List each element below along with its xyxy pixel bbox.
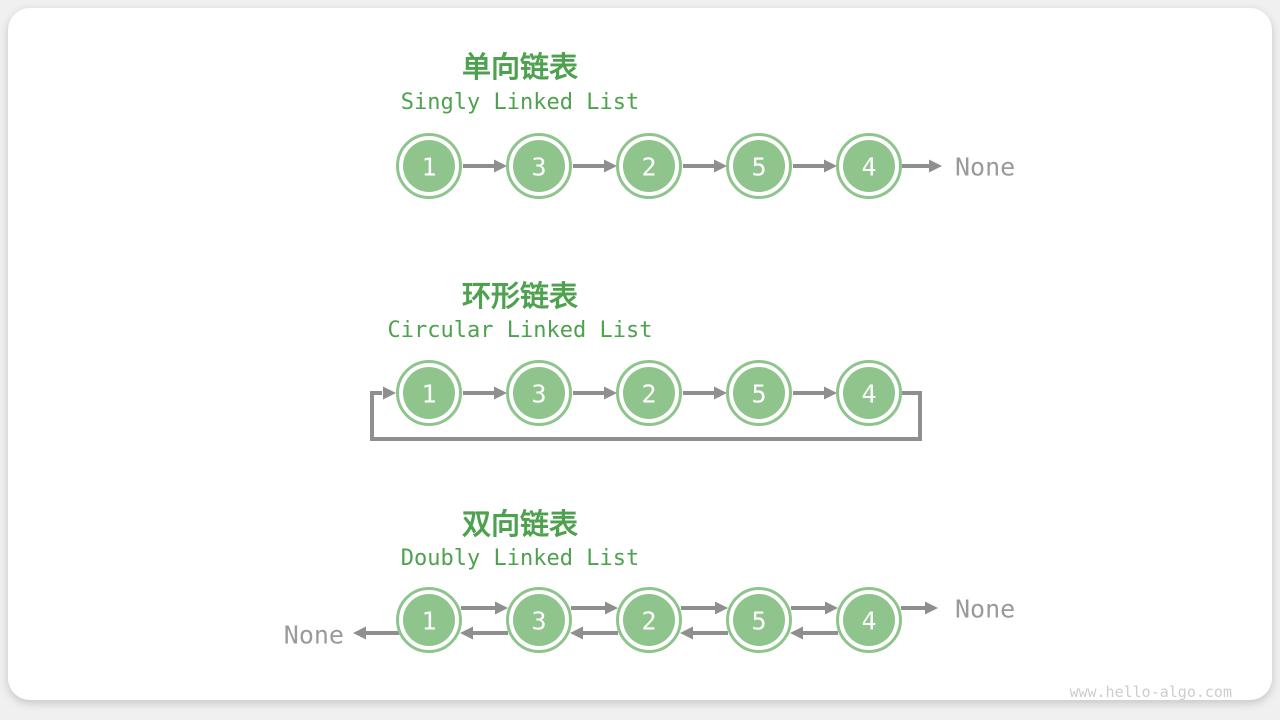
singly-list-title-zh: 单向链表	[461, 52, 579, 84]
doubly-list-subtitle-en: Doubly Linked List	[400, 546, 640, 571]
node-value: 2	[641, 380, 656, 409]
arrowhead	[570, 626, 583, 640]
arrowhead	[790, 626, 803, 640]
node-circle	[403, 367, 455, 419]
watermark: www.hello-algo.com	[1069, 683, 1232, 701]
arrowhead	[605, 601, 618, 615]
arrowhead	[929, 159, 942, 173]
node-circle	[733, 140, 785, 192]
node-circle	[733, 367, 785, 419]
node-circle	[733, 594, 785, 646]
node-value: 3	[531, 153, 546, 182]
arrowhead	[825, 601, 838, 615]
none-label: None	[955, 153, 1015, 182]
arrowhead	[824, 386, 837, 400]
node-value: 1	[421, 607, 436, 636]
node-circle	[623, 367, 675, 419]
arrowhead	[604, 159, 617, 173]
node-circle	[843, 367, 895, 419]
arrowhead	[824, 159, 837, 173]
node-value: 5	[751, 153, 766, 182]
doubly-list-title-zh: 双向链表	[461, 509, 579, 541]
arrowhead	[604, 386, 617, 400]
circular-list-title-zh: 环形链表	[461, 281, 579, 313]
node-value: 1	[421, 380, 436, 409]
node-circle	[623, 594, 675, 646]
arrowhead	[680, 626, 693, 640]
node-value: 5	[751, 607, 766, 636]
node-value: 2	[641, 607, 656, 636]
node-circle	[843, 140, 895, 192]
node-circle	[513, 594, 565, 646]
singly-linked-list-diagram: None 1 3 2 5 4	[396, 133, 1015, 199]
singly-list-subtitle-en: Singly Linked List	[400, 90, 640, 115]
none-label: None	[955, 595, 1015, 624]
circular-list-subtitle-en: Circular Linked List	[387, 318, 653, 343]
arrowhead	[353, 626, 366, 640]
node-value: 3	[531, 380, 546, 409]
node-value: 4	[861, 380, 876, 409]
loop-arrowhead	[383, 386, 396, 400]
node-value: 4	[861, 607, 876, 636]
node-circle	[623, 140, 675, 192]
node-value: 4	[861, 153, 876, 182]
node-circle	[403, 594, 455, 646]
node-value: 2	[641, 153, 656, 182]
node-circle	[403, 140, 455, 192]
node-value: 3	[531, 607, 546, 636]
node-value: 5	[751, 380, 766, 409]
figure-card: 单向链表 Singly Linked List None 1 3 2 5 4 环形链表 C…	[8, 8, 1272, 700]
arrowhead	[494, 386, 507, 400]
arrowhead	[495, 601, 508, 615]
node-value: 1	[421, 153, 436, 182]
node-circle	[843, 594, 895, 646]
circular-linked-list-diagram: 1 3 2 5 4	[370, 360, 922, 441]
arrowhead	[714, 159, 727, 173]
arrowhead	[714, 386, 727, 400]
loop-back-line	[370, 391, 922, 441]
arrowhead	[715, 601, 728, 615]
node-circle	[513, 140, 565, 192]
arrowhead	[925, 601, 938, 615]
node-circle	[513, 367, 565, 419]
none-label: None	[284, 621, 344, 650]
arrowhead	[494, 159, 507, 173]
arrowhead	[460, 626, 473, 640]
